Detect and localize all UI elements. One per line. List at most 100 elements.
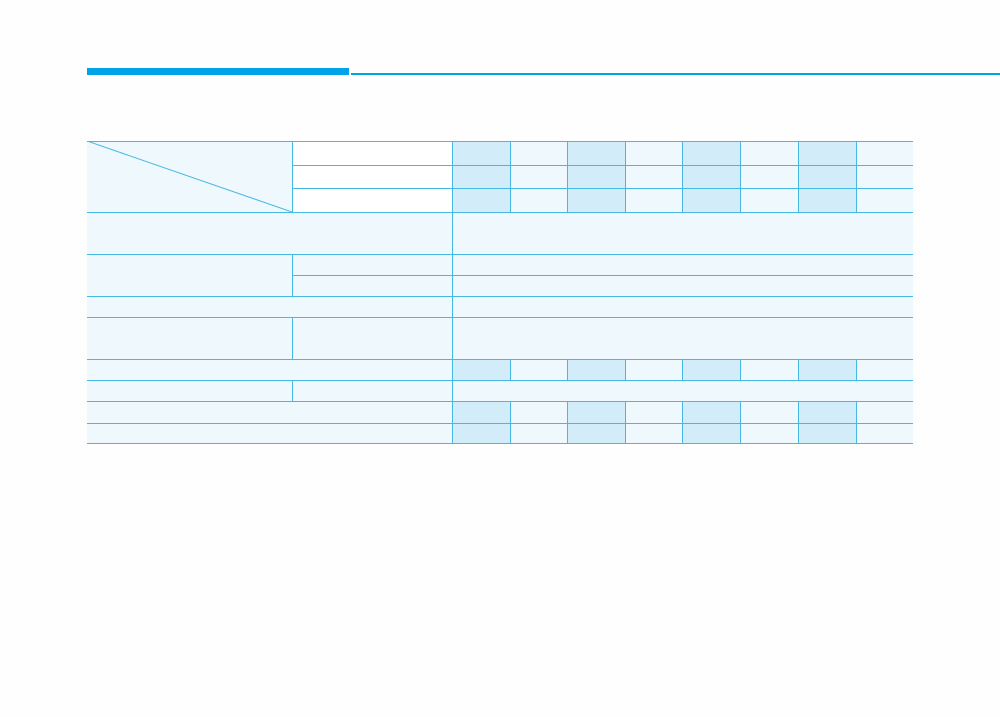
header-value-cell	[740, 141, 798, 165]
table-rule	[292, 317, 293, 359]
row-value-cell	[452, 401, 510, 423]
table-rule	[625, 401, 626, 444]
row-value-cell	[567, 401, 625, 423]
table-rule	[87, 296, 913, 297]
table-rule	[510, 141, 511, 212]
table-rule	[292, 141, 293, 212]
header-value-cell	[856, 165, 913, 188]
table-rule	[856, 401, 857, 444]
header-value-cell	[452, 141, 510, 165]
row-value-cell	[682, 423, 740, 444]
row-label	[87, 401, 452, 423]
row-label	[87, 380, 292, 401]
header-label-cell	[292, 188, 452, 212]
table-rule	[740, 141, 741, 212]
header-value-cell	[452, 165, 510, 188]
row-label	[87, 359, 452, 380]
row-value	[452, 317, 913, 359]
header-value-cell	[510, 165, 567, 188]
header-value-cell	[625, 141, 682, 165]
header-value-cell	[567, 165, 625, 188]
table-rule	[567, 359, 568, 380]
row-value-cell	[856, 359, 913, 380]
header-value-cell	[682, 141, 740, 165]
row-value-cell	[682, 401, 740, 423]
header-value-cell	[856, 188, 913, 212]
header-value-cell	[567, 188, 625, 212]
header-value-cell	[798, 188, 856, 212]
specification-table	[87, 141, 913, 444]
row-value-cell	[510, 359, 567, 380]
table-rule	[292, 254, 293, 296]
table-rule	[625, 141, 626, 212]
row-value-cell	[798, 401, 856, 423]
table-rule	[292, 188, 913, 189]
row-value-cell	[798, 423, 856, 444]
row-value	[452, 380, 913, 401]
row-value	[452, 275, 913, 296]
table-rule	[567, 401, 568, 444]
row-label	[87, 296, 452, 317]
header-value-cell	[798, 165, 856, 188]
header-value-cell	[798, 141, 856, 165]
table-rule	[682, 141, 683, 212]
row-value-cell	[740, 423, 798, 444]
row-value-cell	[567, 423, 625, 444]
table-rule	[292, 380, 293, 401]
header-accent-bar	[87, 68, 349, 75]
header-value-cell	[625, 165, 682, 188]
header-value-cell	[682, 188, 740, 212]
table-top-rule	[87, 141, 913, 142]
table-rule	[87, 359, 913, 360]
row-label	[87, 254, 292, 296]
row-value-cell	[452, 423, 510, 444]
table-rule	[292, 275, 913, 276]
header-value-cell	[567, 141, 625, 165]
row-label	[87, 423, 452, 444]
row-value-cell	[740, 359, 798, 380]
row-value	[452, 212, 913, 254]
table-bottom-rule	[87, 443, 913, 444]
table-rule	[452, 141, 453, 444]
table-rule	[798, 141, 799, 212]
header-value-cell	[740, 165, 798, 188]
table-rule	[87, 212, 913, 213]
header-value-cell	[740, 188, 798, 212]
table-rule	[510, 401, 511, 444]
table-rule	[87, 401, 913, 402]
row-value-cell	[625, 359, 682, 380]
table-rule	[798, 359, 799, 380]
header-label-cell	[292, 165, 452, 188]
header-value-cell	[510, 141, 567, 165]
table-corner-diagonal	[87, 141, 292, 212]
row-value-cell	[567, 359, 625, 380]
table-rule	[856, 359, 857, 380]
table-rule	[510, 359, 511, 380]
table-rule	[87, 380, 913, 381]
table-rule	[87, 317, 913, 318]
header-value-cell	[452, 188, 510, 212]
table-rule	[292, 165, 913, 166]
table-rule	[798, 401, 799, 444]
row-value-cell	[510, 423, 567, 444]
row-value	[452, 296, 913, 317]
row-value	[452, 254, 913, 275]
row-value-cell	[625, 423, 682, 444]
table-rule	[87, 423, 913, 424]
header-rule	[351, 73, 1000, 75]
table-rule	[682, 401, 683, 444]
row-value-cell	[740, 401, 798, 423]
header-value-cell	[625, 188, 682, 212]
row-label	[87, 212, 452, 254]
table-rule	[87, 254, 913, 255]
row-sublabel	[292, 254, 452, 275]
row-sublabel	[292, 317, 452, 359]
table-rule	[682, 359, 683, 380]
table-rule	[856, 141, 857, 212]
row-label	[87, 317, 292, 359]
table-rule	[740, 401, 741, 444]
row-value-cell	[856, 423, 913, 444]
header-value-cell	[856, 141, 913, 165]
header-value-cell	[682, 165, 740, 188]
